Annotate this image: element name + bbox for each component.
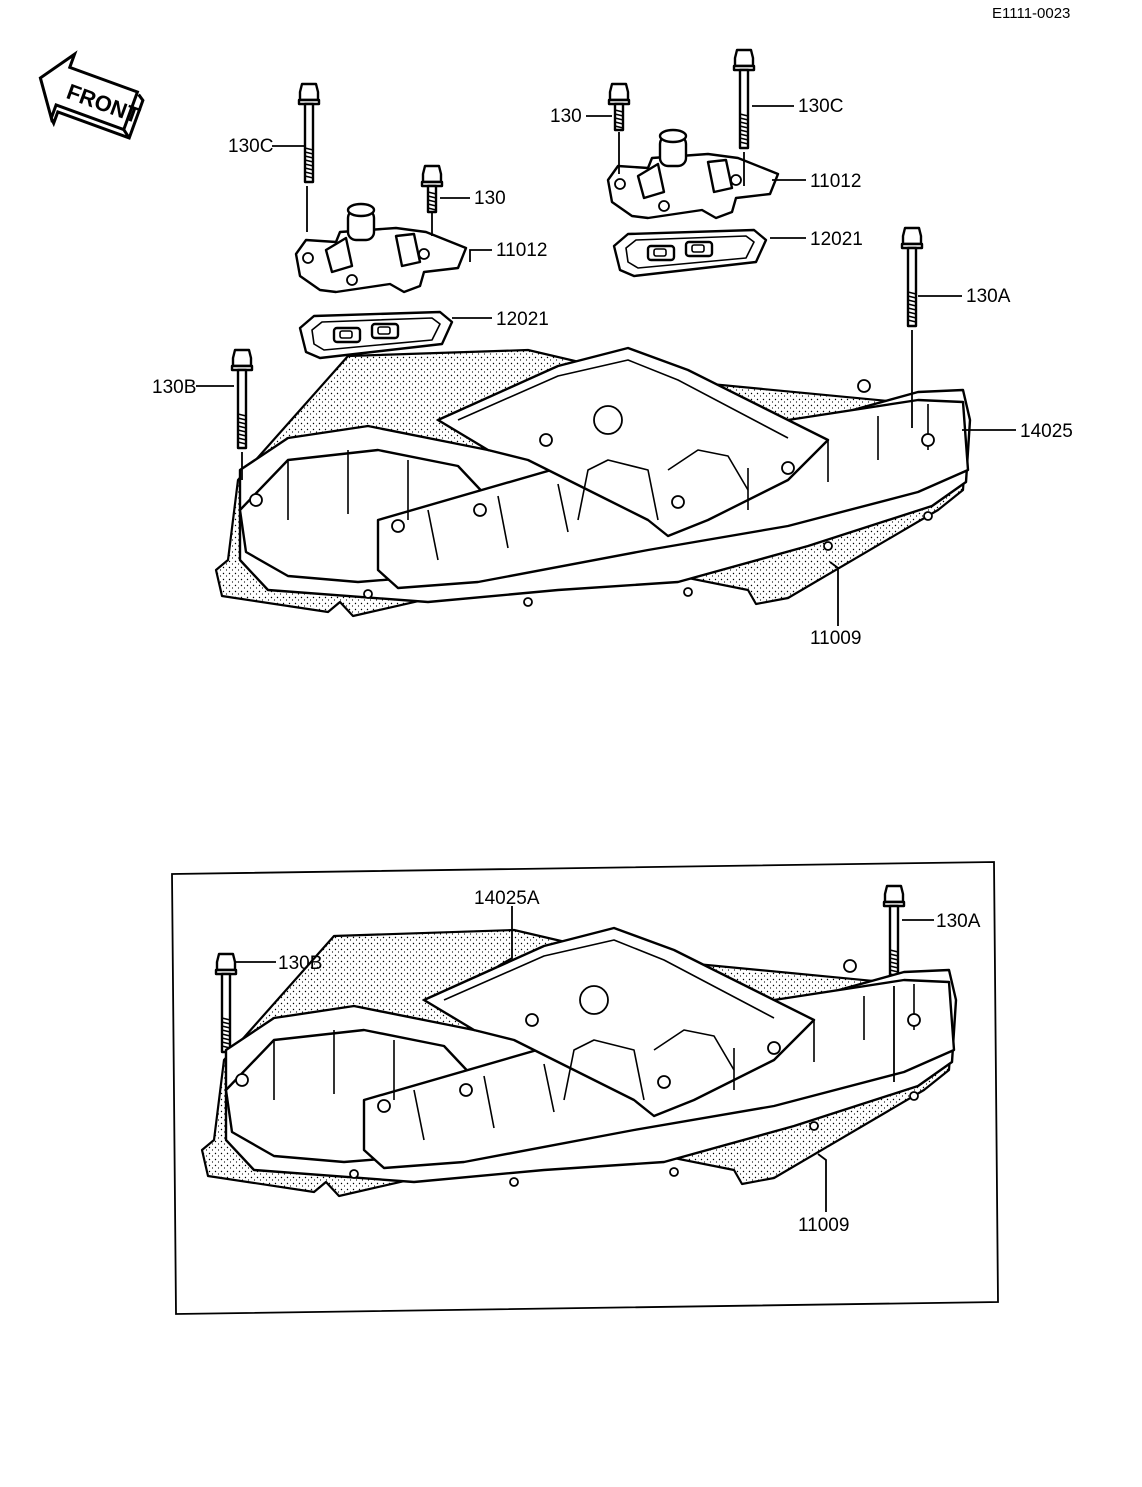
label-11012-right: 11012 [810,171,861,192]
label-14025: 14025 [1020,421,1073,442]
label-11009-upper: 11009 [810,628,861,649]
breather-cover-11012-right [606,128,780,220]
bolt-130a-lower [882,884,906,986]
label-11009-lower: 11009 [798,1215,849,1236]
label-130c-right: 130C [798,96,843,117]
head-cover-14025 [214,346,972,618]
label-12021-right: 12021 [810,229,863,250]
upper-assembly: 130C 130 11012 12021 130 130C 11012 1202… [152,48,1073,649]
document-code: E1111-0023 [992,5,1070,22]
label-12021-left: 12021 [496,309,549,330]
label-130b-lower: 130B [278,953,322,974]
bolt-130-right [607,82,631,132]
breather-gasket-12021-left [298,310,454,360]
lower-assembly: 14025A 130A 130B 11009 [171,861,999,1315]
bolt-130b-lower [214,952,238,1054]
bolt-130c-right [732,48,756,150]
breather-cover-11012-left [294,202,468,294]
front-arrow-icon: FRONT [38,50,145,140]
label-130a-upper: 130A [966,286,1011,307]
label-130a-lower: 130A [936,911,981,932]
label-14025a: 14025A [474,888,540,909]
label-130-left: 130 [474,188,506,209]
bolt-130b-upper [230,348,254,450]
bolt-130a-upper [900,226,924,328]
label-130c-left: 130C [228,136,273,157]
label-130-right: 130 [550,106,582,127]
label-130b-upper: 130B [152,377,196,398]
breather-gasket-12021-right [612,228,768,278]
bolt-130-left [420,164,444,214]
label-11012-left: 11012 [496,240,547,261]
bolt-130c-left [297,82,321,184]
lower-frame [171,861,999,1315]
